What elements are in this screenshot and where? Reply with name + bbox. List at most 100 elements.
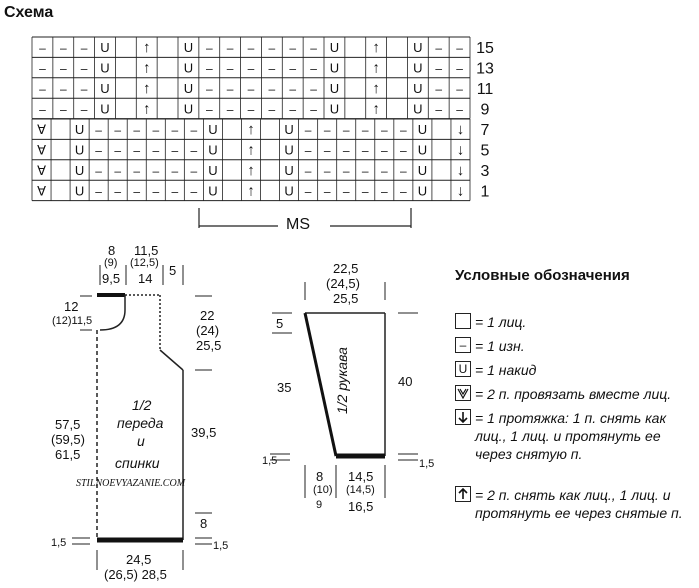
chart-top-arrow-up-icon: ↑ <box>372 60 380 77</box>
chart-top-arrow-up-icon: ↑ <box>143 60 151 77</box>
chart-top-arrow-up-icon: ↑ <box>372 100 380 117</box>
chart-bottom-arrow-up-icon: ↑ <box>247 142 255 159</box>
chart-top-purl: – <box>310 62 317 76</box>
sleeve-left-height: 35 <box>277 380 292 395</box>
sleeve-bottom-left-2: (10) <box>313 484 333 496</box>
chart-bottom-purl: – <box>305 144 312 158</box>
sleeve-piece <box>270 282 418 498</box>
front-bottom-width-1: 24,5 <box>126 552 152 567</box>
row-number: 3 <box>481 163 490 180</box>
front-side-length: 39,5 <box>191 425 217 440</box>
front-top-left-1: 8 <box>108 243 116 258</box>
chart-bottom-arrow-up-icon: ↑ <box>247 182 255 199</box>
chart-bottom-purl: – <box>152 164 159 178</box>
chart-top-yarnover: U <box>413 81 422 96</box>
chart-top-purl: – <box>435 102 442 116</box>
sleeve-top-1: 22,5 <box>333 261 359 276</box>
front-label-2: переда <box>117 415 164 431</box>
legend-item-knit: = 1 лиц. <box>455 313 699 331</box>
chart-top-purl: – <box>269 82 276 96</box>
chart-bottom-purl: – <box>400 184 407 198</box>
chart-top-yarnover: U <box>330 101 339 116</box>
chart-top-purl: – <box>456 41 463 55</box>
chart-top-purl: – <box>60 41 67 55</box>
chart-bottom-yarnover: U <box>284 122 293 137</box>
chart-bottom-purl: – <box>114 123 121 137</box>
chart-bottom-purl: – <box>114 184 121 198</box>
legend-item-text: = 2 п. снять как лиц., 1 лиц. и протянут… <box>475 487 683 521</box>
legend-item-purl: – = 1 изн. <box>455 337 699 355</box>
front-neck-width-3: 14 <box>138 271 153 286</box>
chart-top-purl: – <box>227 41 234 55</box>
chart-bottom-purl: – <box>362 123 369 137</box>
chart-top-purl: – <box>310 102 317 116</box>
front-shoulder: 5 <box>169 263 177 278</box>
chart-top-purl: – <box>289 102 296 116</box>
chart-bottom-yarnover: U <box>418 183 427 198</box>
chart-top-purl: – <box>310 41 317 55</box>
chart-bottom-purl: – <box>191 184 198 198</box>
watermark: STILNOEVYAZANIE.COM <box>76 478 186 489</box>
chart-bottom-arrow-down-icon: ↓ <box>457 162 465 179</box>
front-armhole-3: 25,5 <box>196 338 222 353</box>
front-bottom-width-2: (26,5) 28,5 <box>104 567 167 582</box>
chart-top-arrow-up-icon: ↑ <box>143 39 151 56</box>
chart-bottom-purl: – <box>381 123 388 137</box>
chart-top-purl: – <box>248 41 255 55</box>
legend-item-k2tog: = 2 п. провязать вместе лиц. <box>455 385 699 403</box>
chart-top-purl: – <box>81 62 88 76</box>
chart-top-purl: – <box>269 102 276 116</box>
chart-top-purl: – <box>435 82 442 96</box>
legend-item-text: = 1 накид <box>475 362 537 378</box>
chart-bottom-yarnover: U <box>284 183 293 198</box>
sleeve-hem-edge-right: 1,5 <box>419 458 435 470</box>
yarn-over-icon: U <box>455 361 471 377</box>
chart-bottom-purl: – <box>95 164 102 178</box>
chart-bottom-purl: – <box>95 144 102 158</box>
chart-bottom-arrow-down-icon: ↓ <box>457 121 465 138</box>
chart-top-purl: – <box>269 62 276 76</box>
chart-bottom-arrow-up-icon: ↑ <box>247 121 255 138</box>
front-neck-width-2: (12,5) <box>130 257 159 269</box>
row-number: 13 <box>476 61 494 78</box>
chart-top-purl: – <box>227 102 234 116</box>
chart-bottom-purl: – <box>343 144 350 158</box>
chart-bottom-purl: – <box>324 184 331 198</box>
chart-bottom-k2tog-icon: ∀ <box>37 183 46 198</box>
k2tog-icon <box>455 385 471 401</box>
front-hem-height: 8 <box>200 516 208 531</box>
chart-top-arrow-up-icon: ↑ <box>143 100 151 117</box>
chart-bottom-yarnover: U <box>208 183 217 198</box>
sleeve-cap-offset: 5 <box>276 316 284 331</box>
chart-bottom-purl: – <box>362 184 369 198</box>
front-hem-edge-left: 1,5 <box>51 537 67 549</box>
chart-bottom-yarnover: U <box>208 143 217 158</box>
chart-bottom-purl: – <box>362 164 369 178</box>
chart-top-purl: – <box>248 82 255 96</box>
chart-top-purl: – <box>60 62 67 76</box>
chart-top-purl: – <box>456 102 463 116</box>
chart-top-purl: – <box>248 102 255 116</box>
chart-bottom-yarnover: U <box>75 122 84 137</box>
front-armhole-2: (24) <box>196 323 220 338</box>
chart-top-yarnover: U <box>184 40 193 55</box>
front-neck-width-1: 11,5 <box>134 243 159 258</box>
chart-bottom-purl: – <box>133 144 140 158</box>
row-number: 9 <box>481 101 490 118</box>
chart-bottom-arrow-down-icon: ↓ <box>457 182 465 199</box>
chart-bottom-k2tog-icon: ∀ <box>37 163 46 178</box>
chart-bottom-purl: – <box>400 123 407 137</box>
front-label-4: спинки <box>115 455 160 471</box>
chart-top-purl: – <box>206 41 213 55</box>
legend-item-text: = 2 п. провязать вместе лиц. <box>475 386 672 402</box>
chart-top-purl: – <box>456 62 463 76</box>
chart-title: Схема <box>4 4 54 21</box>
chart-bottom-purl: – <box>171 123 178 137</box>
chart-top-purl: – <box>39 41 46 55</box>
front-height-2: (59,5) <box>51 432 85 447</box>
chart-bottom-purl: – <box>133 123 140 137</box>
chart-top-purl: – <box>248 62 255 76</box>
sleeve-bottom-width-3: 16,5 <box>348 499 374 514</box>
front-height-3: 61,5 <box>55 447 81 462</box>
chart-bottom-purl: – <box>133 184 140 198</box>
